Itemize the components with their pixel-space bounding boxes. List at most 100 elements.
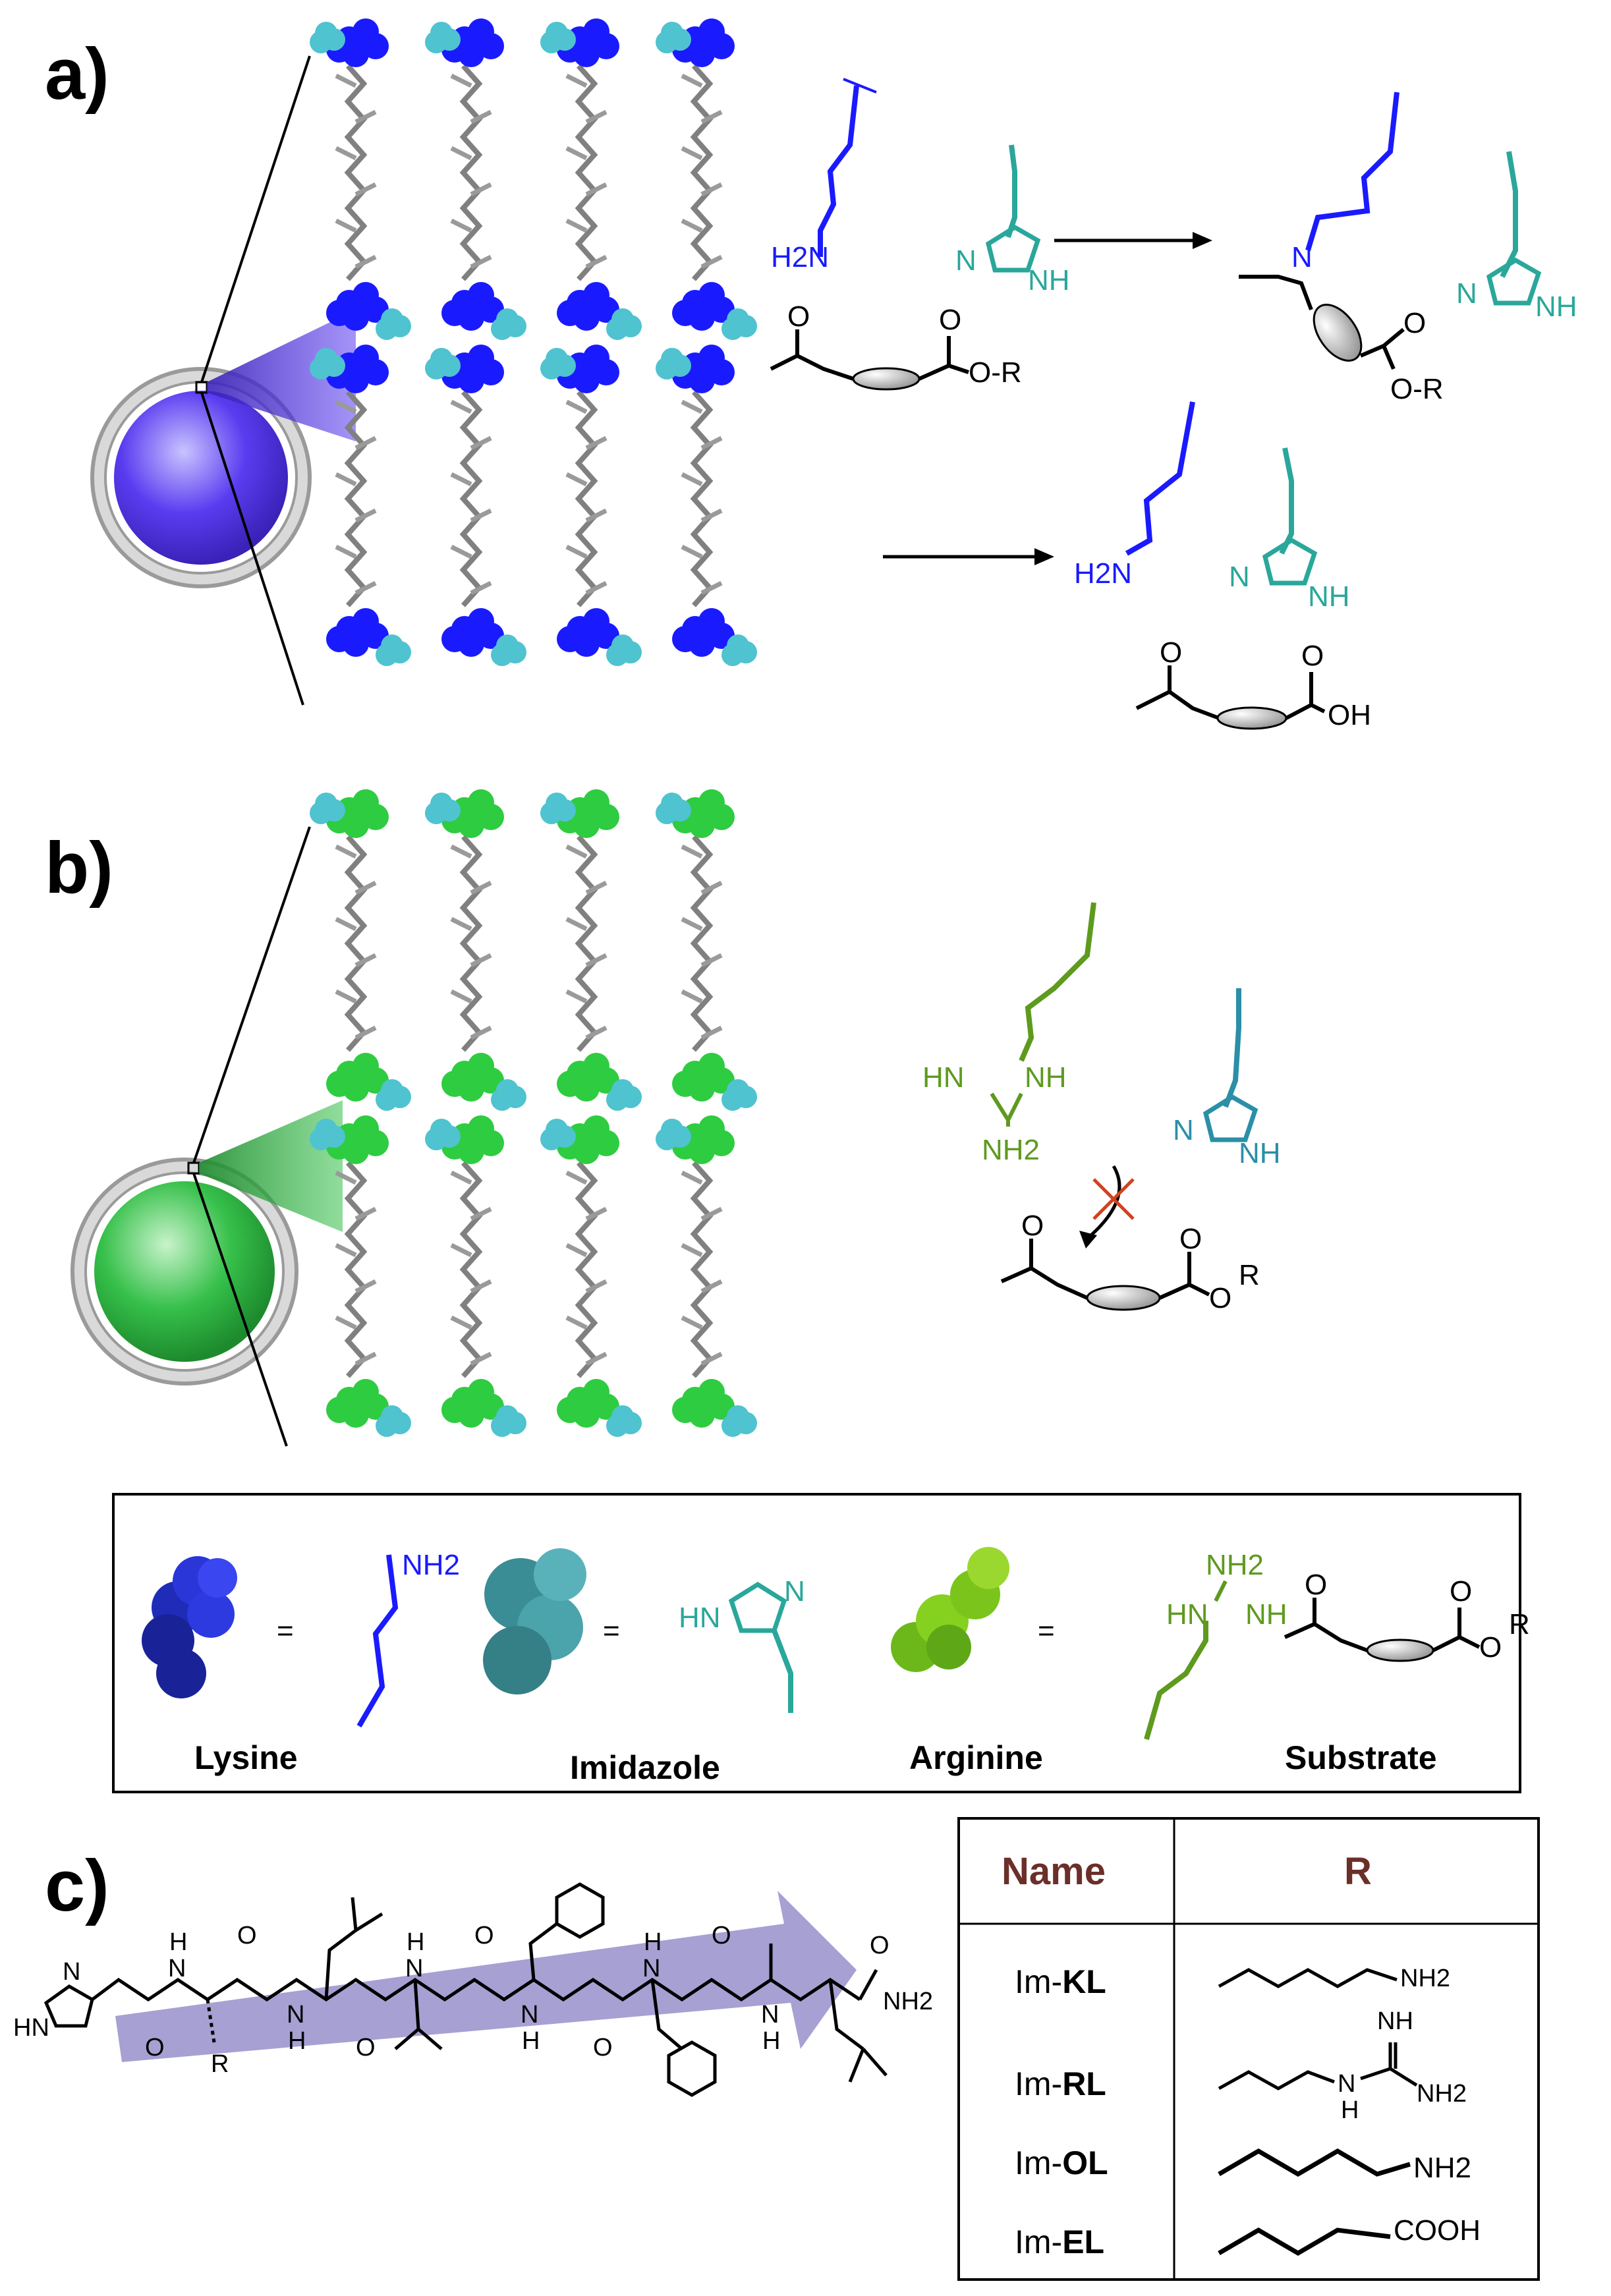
side-chain-stick bbox=[681, 399, 703, 414]
end-group-cluster bbox=[441, 1379, 526, 1437]
peptide-strand bbox=[459, 64, 483, 281]
zoom-line-top-b bbox=[192, 826, 311, 1163]
peptide-strand bbox=[459, 835, 483, 1052]
imidazole-b-n: N bbox=[1173, 1114, 1194, 1146]
peptide-strand bbox=[344, 390, 368, 607]
legend-equals-2: = bbox=[603, 1615, 620, 1647]
legend-imidazole-label: Imidazole bbox=[570, 1749, 720, 1786]
reaction-arrow-a2 bbox=[883, 548, 1054, 565]
table-row-el-group: COOH bbox=[1394, 2214, 1481, 2247]
end-group-cluster bbox=[326, 608, 411, 666]
side-chain-stick bbox=[565, 218, 588, 233]
blocked-attack-arrow bbox=[1079, 1165, 1135, 1248]
legend-arginine-label: Arginine bbox=[909, 1739, 1043, 1776]
end-group-cluster bbox=[672, 1053, 757, 1111]
side-chain-stick bbox=[470, 1025, 492, 1040]
carbonyl-o: O bbox=[593, 2034, 613, 2061]
end-group-cluster bbox=[326, 282, 411, 340]
amide-n: N bbox=[405, 1955, 423, 1982]
side-chain-stick bbox=[681, 989, 703, 1004]
peptide-strand bbox=[690, 835, 714, 1052]
end-group-cluster bbox=[557, 1379, 642, 1437]
end-group-cluster bbox=[672, 282, 757, 340]
substrate-b-ester-o2: O bbox=[1209, 1282, 1231, 1314]
amide-n: N bbox=[168, 1955, 186, 1982]
side-chain-stick bbox=[335, 1243, 357, 1258]
table-row-rl-h: H bbox=[1341, 2096, 1359, 2124]
end-group-cluster bbox=[656, 18, 735, 67]
amide-n: N bbox=[761, 2001, 779, 2029]
side-chain-stick bbox=[354, 182, 377, 197]
table-row-el-name: Im-EL bbox=[1015, 2224, 1104, 2260]
side-chain-stick bbox=[565, 399, 588, 414]
arginine-hn-label: HN bbox=[922, 1061, 965, 1094]
imidazole-sidechain-a: N NH bbox=[955, 144, 1070, 296]
legend-arginine-hn: HN bbox=[1166, 1598, 1208, 1631]
hydrolysis-imidazole-nh: NH bbox=[1308, 580, 1350, 613]
side-chain-stick bbox=[681, 73, 703, 88]
peptide-strand bbox=[344, 835, 368, 1052]
end-group-cluster bbox=[540, 789, 619, 838]
end-group-cluster bbox=[441, 1053, 526, 1111]
side-chain-stick bbox=[335, 146, 357, 161]
side-chain-stick bbox=[450, 1315, 472, 1330]
carbonyl-o: O bbox=[712, 1922, 731, 1949]
table-header-r: R bbox=[1344, 1850, 1372, 1893]
side-chain-stick bbox=[681, 1315, 703, 1330]
side-chain-stick bbox=[565, 544, 588, 559]
side-chain-stick bbox=[354, 508, 377, 523]
imidazole-sidechain-b: N NH bbox=[1173, 988, 1281, 1169]
panel-label-a: a) bbox=[45, 34, 109, 115]
substrate-ester-o: O bbox=[939, 304, 961, 336]
side-chain-stick bbox=[450, 218, 472, 233]
side-chain-stick bbox=[335, 1170, 357, 1185]
table-row-ol-name: Im-OL bbox=[1015, 2144, 1108, 2181]
side-chain-stick bbox=[470, 1206, 492, 1221]
side-chain-stick bbox=[585, 953, 608, 968]
side-chain-stick bbox=[681, 1170, 703, 1185]
imine-ester-o: O bbox=[1403, 307, 1426, 339]
side-chain-stick bbox=[585, 109, 608, 125]
reaction-arrow-a1 bbox=[1054, 232, 1212, 249]
lysine-spacefill-icon bbox=[142, 1556, 237, 1698]
peptide-strand bbox=[690, 64, 714, 281]
end-group-cluster bbox=[326, 1053, 411, 1111]
lysine-amine-label: H2N bbox=[771, 241, 829, 273]
side-chain-stick bbox=[354, 1279, 377, 1294]
side-chain-stick bbox=[335, 544, 357, 559]
hydrolysis-amine-label: H2N bbox=[1074, 557, 1132, 590]
peptide-strand bbox=[344, 1161, 368, 1378]
arginine-nh2-label: NH2 bbox=[982, 1134, 1040, 1166]
legend-imidazole: = HN N Imidazole bbox=[483, 1548, 805, 1786]
side-chain-stick bbox=[585, 1025, 608, 1040]
table-row-rl-nh: NH bbox=[1377, 2007, 1413, 2035]
peptide-cterm-o: O bbox=[870, 1932, 890, 1959]
amide-h: H bbox=[522, 2027, 540, 2055]
legend-lysine-label: Lysine bbox=[194, 1739, 298, 1776]
acid-oh-label: OH bbox=[1328, 699, 1371, 731]
peptide-strand bbox=[690, 1161, 714, 1378]
amide-h: H bbox=[762, 2027, 780, 2055]
legend-imidazole-hn: HN bbox=[679, 1602, 721, 1634]
legend-substrate-o2: O bbox=[1479, 1631, 1502, 1664]
side-chain-stick bbox=[354, 953, 377, 968]
imidazole-spacefill-icon bbox=[483, 1548, 586, 1694]
side-chain-stick bbox=[700, 1351, 723, 1366]
side-chain-stick bbox=[470, 508, 492, 523]
molecular-packing-b bbox=[310, 789, 757, 1437]
peptide-strand bbox=[690, 390, 714, 607]
peptide-strand bbox=[575, 1161, 598, 1378]
side-chain-stick bbox=[681, 844, 703, 859]
legend-imidazole-n: N bbox=[784, 1575, 805, 1608]
side-chain-stick bbox=[450, 544, 472, 559]
side-chain-stick bbox=[700, 880, 723, 895]
substrate-ester-a: O O O-R bbox=[770, 300, 1022, 391]
side-chain-stick bbox=[335, 844, 357, 859]
amide-n: N bbox=[287, 2001, 304, 2029]
side-chain-stick bbox=[585, 580, 608, 596]
peptide-strand bbox=[575, 390, 598, 607]
peptide-nh2-label: NH2 bbox=[883, 1988, 933, 2015]
carbonyl-o: O bbox=[145, 2034, 165, 2061]
end-group-cluster bbox=[656, 1115, 735, 1164]
end-group-cluster bbox=[310, 345, 389, 393]
